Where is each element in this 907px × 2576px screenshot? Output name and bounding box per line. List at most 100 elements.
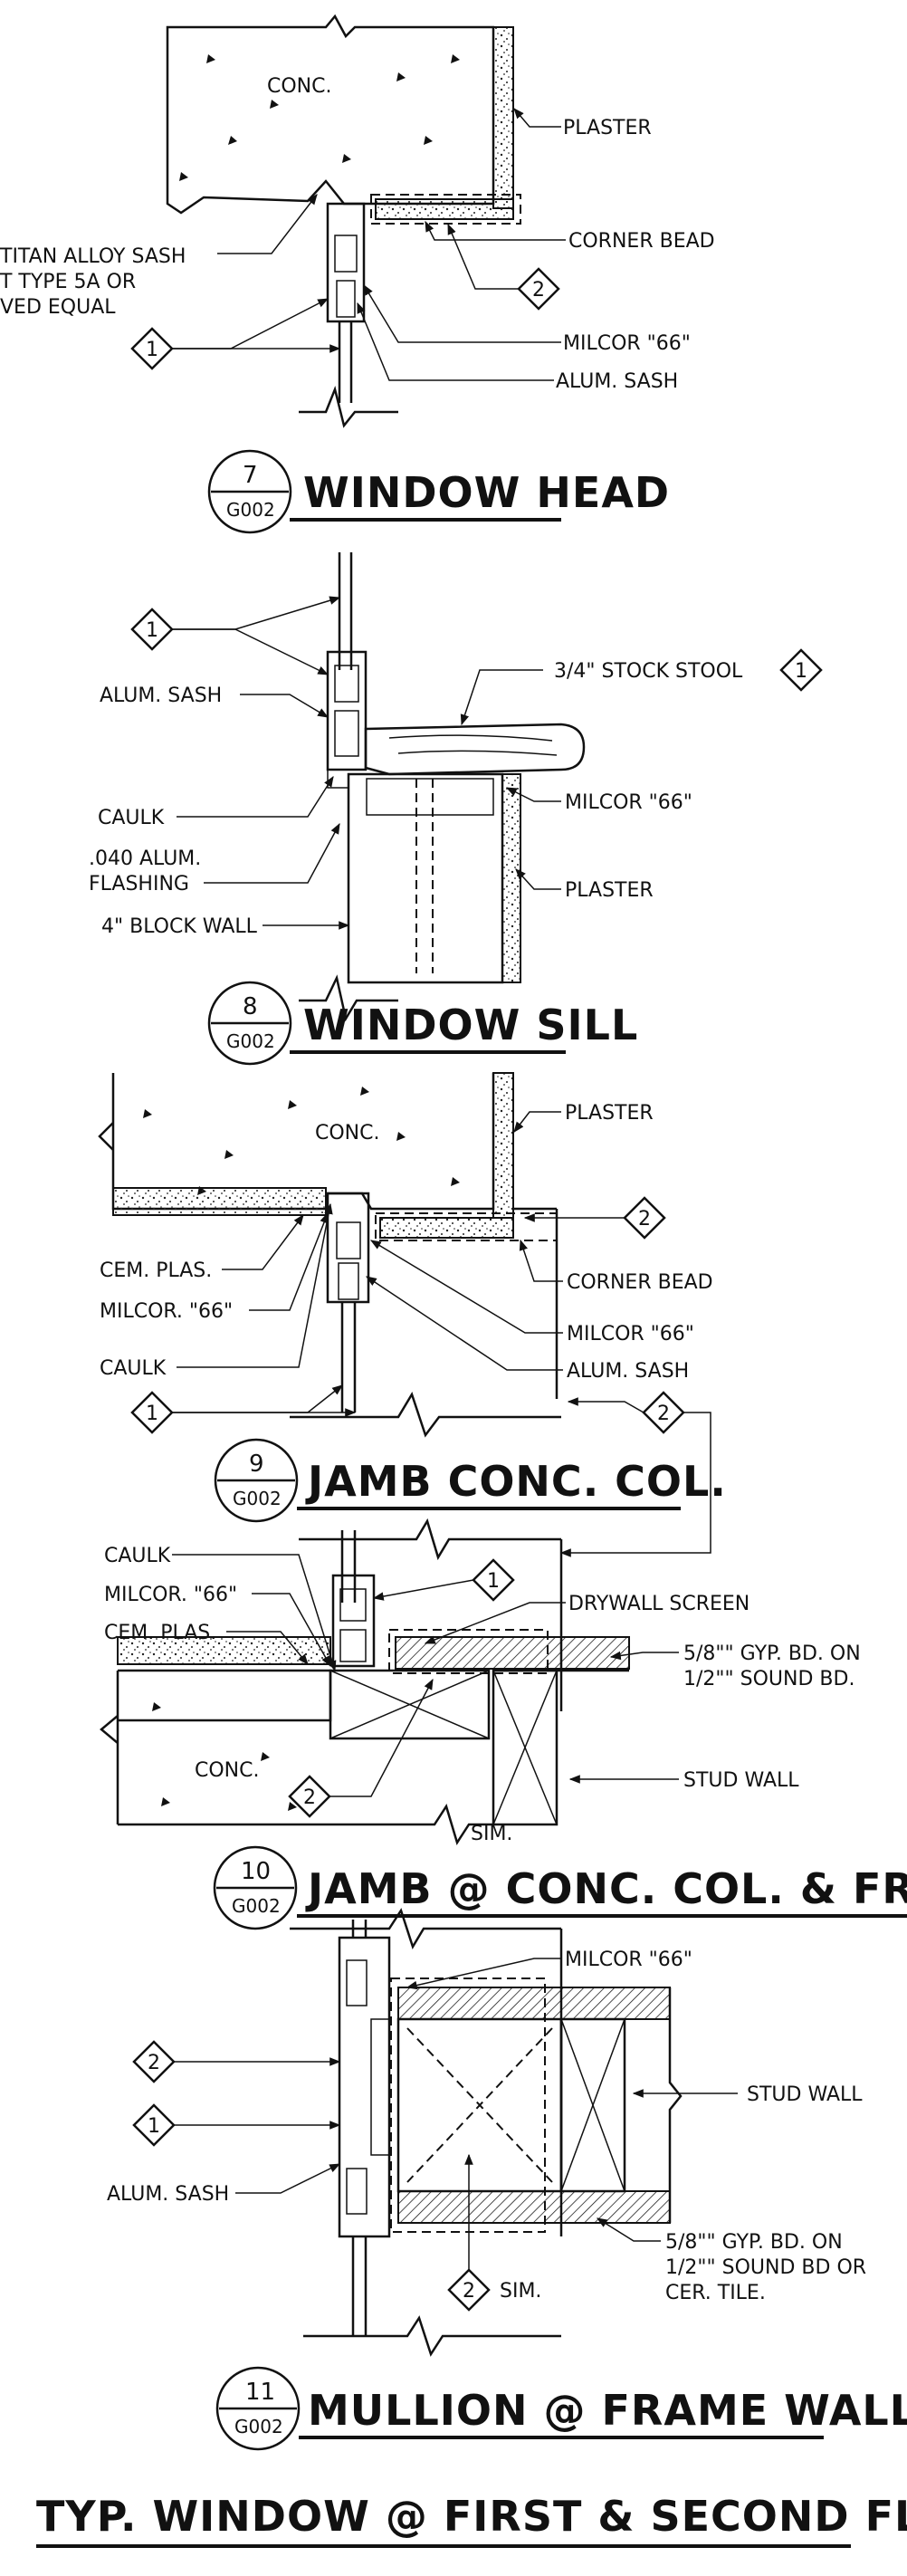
break-mark (98, 1122, 114, 1151)
label-stud-wall: STUD WALL (747, 2083, 863, 2106)
leader-alum-sash (240, 694, 329, 718)
plaster-soffit (375, 198, 514, 220)
break-line-bottom (303, 2315, 561, 2357)
label-alum-sash: ALUM. SASH (100, 685, 222, 707)
leader-tag-1b (172, 628, 329, 675)
concrete-aggregate (152, 1702, 297, 1811)
sash-profile-lower (336, 280, 356, 318)
label-flashing-1: .040 ALUM. (89, 847, 201, 870)
sheet-ref: G002 (226, 499, 275, 521)
label-stud-wall: STUD WALL (683, 1769, 799, 1792)
tag-2-text: 2 (638, 1208, 651, 1231)
detail-bubble (215, 2366, 301, 2451)
cem-plas-band (117, 1636, 331, 1665)
leader-cem-plas (222, 1214, 304, 1270)
sash-profile-lower (339, 1629, 367, 1662)
label-milcor-a: MILCOR. "66" (100, 1300, 233, 1323)
concrete-edge (118, 1669, 332, 1722)
sash-profile-upper (334, 235, 358, 273)
detail-title: JAMB @ CONC. COL. & FRAM (305, 1864, 907, 1913)
plaster-band (501, 773, 521, 983)
leader-milcor-a (249, 1211, 329, 1311)
label-milcor: MILCOR. "66" (104, 1584, 237, 1606)
label-titan-2: T TYPE 5A OR (0, 271, 136, 293)
sash-profile-upper (339, 1588, 367, 1622)
conc-label: CONC. (315, 1122, 380, 1144)
leader-titan (217, 194, 318, 254)
leader-milcor (252, 1593, 331, 1668)
break-line (299, 385, 398, 428)
gyp-board-bottom (397, 2190, 671, 2224)
plaster-band (492, 26, 514, 209)
label-corner-bead: CORNER BEAD (567, 1271, 713, 1294)
label-titan-3: VED EQUAL (0, 296, 116, 319)
detail-title: WINDOW SILL (303, 1001, 638, 1049)
label-caulk: CAULK (98, 807, 165, 829)
stool-grain (388, 734, 558, 756)
tag-diamond-1 (130, 1391, 174, 1434)
concrete-aggregate (179, 54, 460, 181)
leader-tag-1a (172, 298, 329, 350)
leader-tag-1a (172, 1384, 343, 1413)
leader-caulk (172, 1554, 337, 1672)
label-sim: SIM. (471, 1823, 512, 1845)
concrete-head-outline (166, 14, 495, 215)
detail-11-mullion-frame-wall: MILCOR "66" STUD WALL 2 1 ALUM. SASH 5/8… (107, 1908, 907, 2451)
sheet-ref: G002 (234, 2416, 283, 2437)
detail-title: JAMB CONC. COL. (305, 1457, 727, 1506)
detail-bubble (207, 449, 292, 534)
leader-flashing (204, 822, 340, 884)
label-milcor: MILCOR "66" (565, 791, 692, 814)
tag-1-text: 1 (148, 2115, 160, 2138)
label-milcor-b: MILCOR "66" (567, 1323, 694, 1345)
leader-plaster (513, 108, 561, 128)
label-titan-1: TITAN ALLOY SASH (0, 245, 186, 268)
detail-number: 7 (243, 462, 258, 489)
stud-x2 (560, 2018, 625, 2192)
leader-alum-sash (366, 1276, 563, 1371)
wall-break (668, 1987, 683, 2223)
label-plaster: PLASTER (565, 879, 654, 902)
break-line (299, 974, 398, 1022)
tag-1-text: 1 (146, 619, 158, 642)
label-milcor: MILCOR "66" (563, 332, 691, 355)
detail-number: 9 (249, 1451, 264, 1478)
tag-diamond-2 (288, 1775, 331, 1818)
detail-number: 8 (243, 993, 258, 1020)
sash-profile-upper (336, 1221, 361, 1259)
leader-milcor (363, 283, 561, 343)
tag-diamond-2 (517, 267, 560, 311)
break-line-top (299, 1518, 561, 1561)
cem-plas-band (112, 1187, 327, 1216)
stock-stool (364, 723, 586, 776)
sheet-ref: G002 (226, 1030, 275, 1052)
label-gyp-3: CER. TILE. (665, 2282, 766, 2304)
break-line-top (290, 1908, 561, 1949)
sash-frame-head (326, 202, 366, 323)
tag-diamond-2 (623, 1196, 666, 1240)
conc-label: CONC. (267, 75, 332, 98)
tag-2-lower-text: 2 (657, 1403, 670, 1425)
label-block-wall: 4" BLOCK WALL (101, 915, 258, 938)
detail-bubble (213, 1845, 298, 1930)
leader-cem-plas (226, 1631, 309, 1665)
tag-diamond-2-lower (642, 1391, 685, 1434)
label-caulk: CAULK (100, 1357, 167, 1380)
tag-2-text: 2 (303, 1786, 316, 1809)
leader-milcor (505, 787, 561, 802)
flashing (327, 768, 348, 789)
detail-bubble (207, 981, 292, 1066)
label-cem-plas: CEM. PLAS. (100, 1259, 212, 1282)
tag-diamond-1 (130, 327, 174, 370)
gyp-board-top (397, 1987, 671, 2020)
leader-gyp (596, 2217, 661, 2242)
label-gyp-1: 5/8"" GYP. BD. ON (683, 1642, 861, 1665)
detail-title: WINDOW HEAD (303, 468, 670, 517)
detail-9-jamb-conc-col: CONC. CEM. PLAS. MILCOR. "66" CAULK 1 PL… (98, 1072, 727, 1557)
leader-tag-1a (172, 596, 341, 630)
stud-block-x2 (406, 2027, 553, 2183)
tag-diamond-2-lower (447, 2268, 491, 2312)
detail-10-jamb-conc-col-frame: CONC. CAULK MILCOR. "66" CEM. PLAS. 1 DR… (100, 1518, 907, 1930)
leader-tag-1 (372, 1579, 474, 1601)
